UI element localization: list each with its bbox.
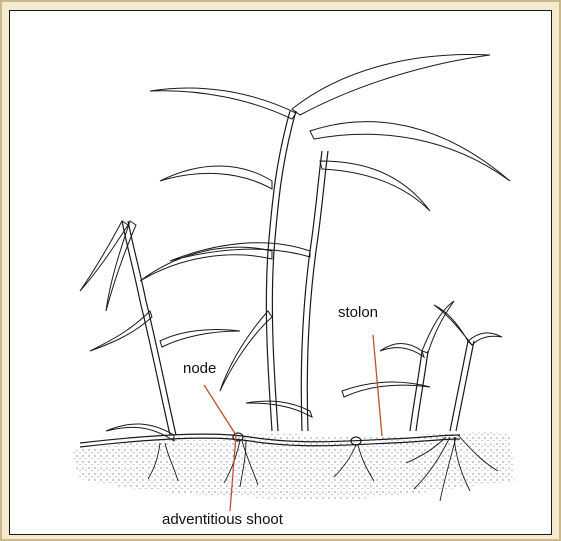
node-leader-line: [204, 385, 236, 435]
adventitious-shoot-label: adventitious shoot: [162, 511, 283, 528]
stolon-label: stolon: [338, 304, 378, 321]
leaf-blades: [80, 54, 510, 441]
node-label: node: [183, 360, 216, 377]
grass-plant-illustration: [10, 11, 551, 534]
illustration-panel: stolon node adventitious shoot: [9, 10, 552, 535]
